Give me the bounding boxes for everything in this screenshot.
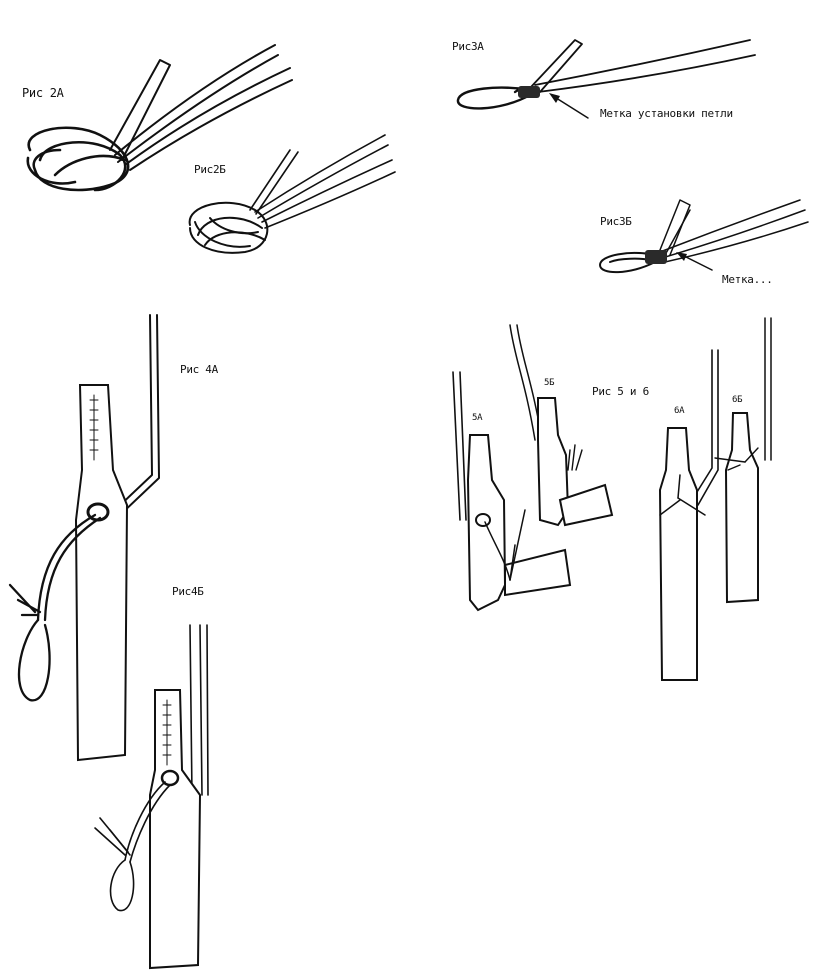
belt-fold-5b <box>558 483 614 527</box>
scale-marks <box>89 394 99 461</box>
fig-6a-label: 6А <box>674 406 685 416</box>
belt-band-4b <box>149 689 202 970</box>
fig-3a-annotation: Метка установки петли <box>600 107 733 120</box>
cord-strands <box>452 371 467 521</box>
fig-3b-annotation: Метка... <box>722 273 773 286</box>
figure-4b: Рис4Б <box>94 585 209 970</box>
fig-4a-label: Рис 4А <box>180 363 219 376</box>
loop-cord <box>94 781 171 912</box>
figure-4a: Рис 4А <box>8 314 219 762</box>
figure-3a: Рис3А Метка установки петли <box>452 39 756 120</box>
figure-6a: 6А <box>658 349 719 681</box>
belt-band-6b <box>724 412 759 604</box>
fig-3a-label: Рис3А <box>452 40 484 53</box>
fig-4b-label: Рис4Б <box>172 585 204 598</box>
knot-marker <box>645 250 667 264</box>
cord-strands <box>114 314 160 516</box>
knot-2a <box>26 126 130 192</box>
fig-2a-label: Рис 2А <box>22 86 65 100</box>
fig-2b-label: Рис2Б <box>194 163 226 176</box>
fig-5-6-label: Рис 5 и 6 <box>592 385 649 398</box>
belt-band-6a <box>658 427 698 681</box>
cord-strands <box>249 134 396 229</box>
belt-band-4a <box>74 384 129 762</box>
tie-cord <box>567 444 583 471</box>
belt-fold-5a <box>504 548 572 597</box>
loop-cord <box>8 513 102 702</box>
knot-2b <box>188 201 269 254</box>
fig-6b-label: 6Б <box>732 395 742 405</box>
tie-cord <box>484 509 526 581</box>
cord-strands <box>659 199 809 263</box>
annotation-arrow <box>676 252 713 271</box>
tie-cord <box>659 474 706 516</box>
figure-2b: Рис2Б <box>188 134 396 254</box>
cord-strands <box>529 39 756 93</box>
figure-6b: 6Б <box>714 317 772 604</box>
tie-cord <box>714 447 759 471</box>
cord-strands <box>764 317 772 461</box>
fig-3b-label: Рис3Б <box>600 215 632 228</box>
scale-marks <box>162 699 172 766</box>
cord-strands <box>691 349 719 506</box>
knot-marker <box>518 86 540 98</box>
figure-5a: 5А <box>452 371 572 612</box>
figure-3b: Рис3Б Метка... <box>599 199 809 286</box>
grommet <box>475 513 491 527</box>
figure-5-6: Рис 5 и 6 5А <box>452 317 772 681</box>
fig-5a-label: 5А <box>472 413 483 423</box>
figure-2a: Рис 2А <box>22 44 293 192</box>
annotation-arrow <box>549 93 589 119</box>
cord-strands <box>109 44 293 171</box>
fig-5b-label: 5Б <box>544 378 554 388</box>
figure-5b: 5Б <box>509 324 614 527</box>
cord-strands <box>189 624 209 796</box>
